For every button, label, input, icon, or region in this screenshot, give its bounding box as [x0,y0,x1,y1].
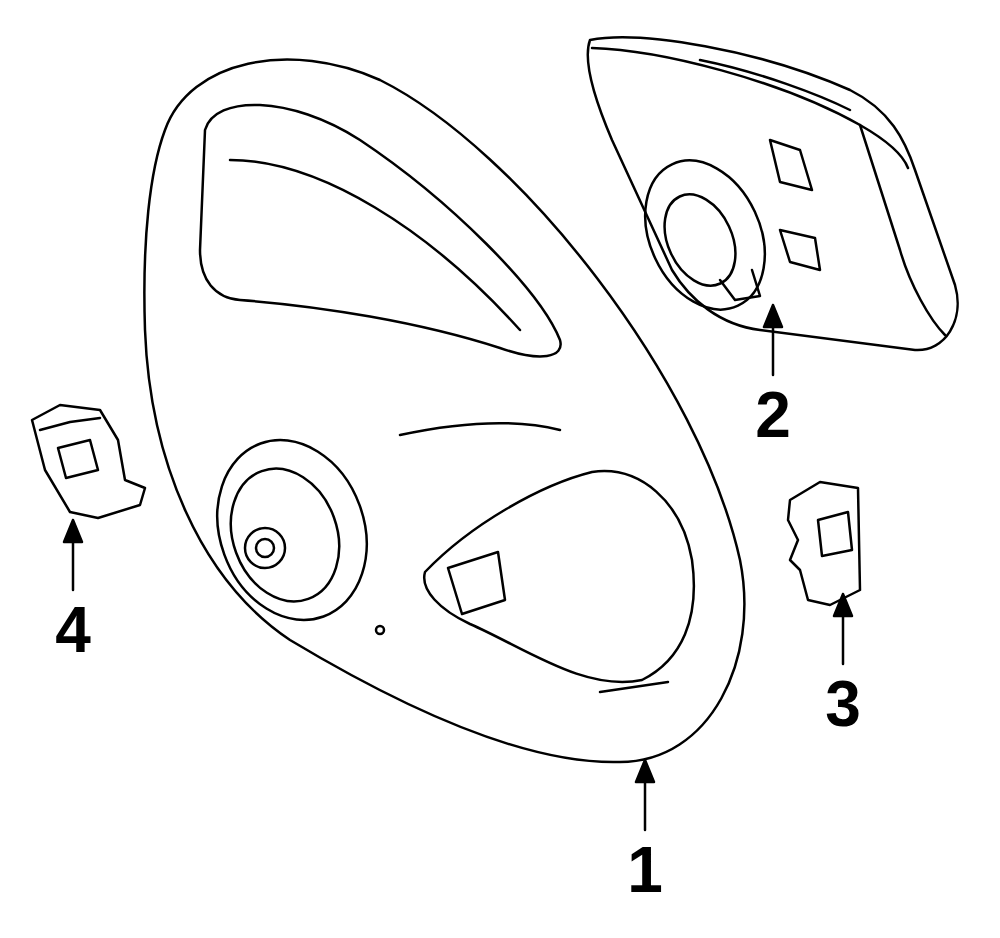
switch-opening [448,552,505,614]
wheel-hub [193,419,391,641]
leader-line [72,538,75,590]
airbag-top-edge [592,48,908,168]
arrow-head [764,305,782,327]
rim-detail [230,160,520,330]
airbag-bracket [770,140,812,190]
wheel-lower-opening [424,471,694,682]
airbag-bracket [720,270,760,300]
left-switch [32,405,145,518]
airbag-top-edge [700,60,850,110]
rim-detail [600,682,668,692]
leader-line [842,612,845,664]
arrow-head [834,594,852,616]
callout-number: 4 [53,598,93,662]
airbag-inflator [651,183,750,297]
switch-body [32,405,145,518]
airbag-cover [588,37,958,350]
right-switch [788,482,860,605]
leader-line [772,322,775,375]
leader-arrows [64,305,852,830]
hub-bore [245,528,285,568]
hub-bore-inner [256,539,274,557]
arrow-head [64,520,82,542]
airbag-mechanism [622,141,788,329]
switch-detail [40,418,100,430]
callout-number: 2 [753,383,793,447]
wheel-upper-opening [200,105,561,357]
callout-number: 1 [625,838,665,902]
airbag-module [588,37,958,350]
switch-button [58,440,98,478]
switch-button [818,512,852,556]
callout-number: 3 [823,672,863,736]
switch-body [788,482,860,605]
rim-detail [400,423,560,435]
arrow-head [636,760,654,782]
airbag-bracket [780,230,820,270]
leader-line [644,778,647,830]
airbag-side [860,125,945,335]
wheel-hub-inner [213,453,357,616]
screw-hole [376,626,384,634]
